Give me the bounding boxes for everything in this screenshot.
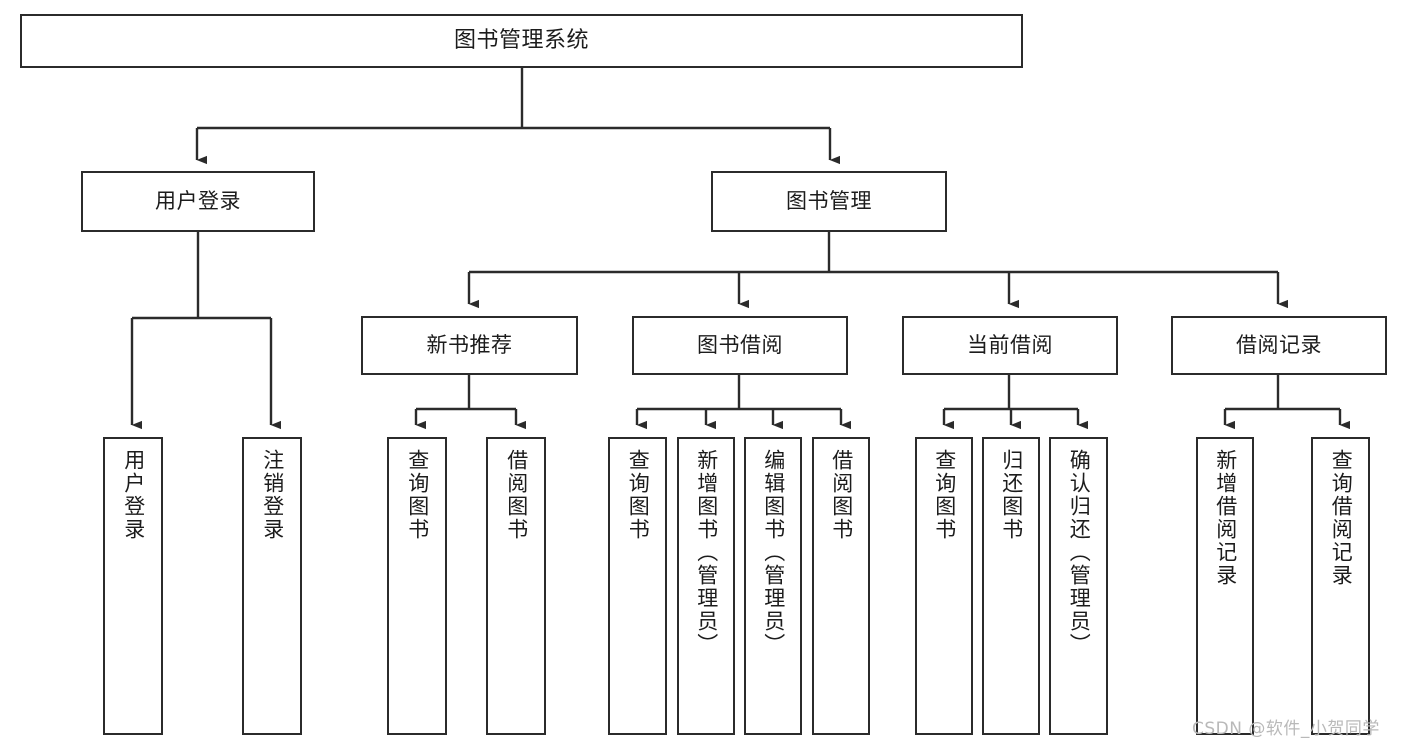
- node-leaf-user-login[interactable]: 用户登录: [103, 437, 163, 735]
- node-leaf-user-login-label: 用户登录: [121, 449, 146, 541]
- node-book-borrow[interactable]: 图书借阅: [632, 316, 848, 375]
- node-book-management-label: 图书管理: [786, 189, 872, 214]
- node-leaf-borrow-book-label: 借阅图书: [829, 449, 854, 541]
- node-leaf-edit-book-admin[interactable]: 编辑图书（管理员）: [744, 437, 802, 735]
- node-current-borrow-label: 当前借阅: [967, 333, 1053, 358]
- node-book-borrow-label: 图书借阅: [697, 333, 783, 358]
- node-leaf-query-book-recommend[interactable]: 查询图书: [387, 437, 447, 735]
- node-new-book-recommend[interactable]: 新书推荐: [361, 316, 578, 375]
- node-leaf-add-book-admin[interactable]: 新增图书（管理员）: [677, 437, 735, 735]
- node-leaf-query-book-borrow-label: 查询图书: [626, 449, 651, 541]
- csdn-watermark: CSDN @软件_小贺同学: [1192, 719, 1380, 739]
- node-leaf-confirm-return-admin-label: 确认归还（管理员）: [1067, 449, 1092, 656]
- node-leaf-add-borrow-record-label: 新增借阅记录: [1213, 449, 1238, 587]
- node-new-book-recommend-label: 新书推荐: [426, 333, 513, 358]
- node-leaf-return-book[interactable]: 归还图书: [982, 437, 1040, 735]
- node-leaf-confirm-return-admin[interactable]: 确认归还（管理员）: [1049, 437, 1108, 735]
- node-root-label: 图书管理系统: [453, 27, 589, 53]
- node-leaf-query-book-recommend-label: 查询图书: [405, 449, 430, 541]
- node-leaf-return-book-label: 归还图书: [999, 449, 1024, 541]
- node-leaf-add-book-admin-label: 新增图书（管理员）: [694, 449, 719, 656]
- node-leaf-borrow-book-recommend-label: 借阅图书: [504, 449, 529, 541]
- node-leaf-query-book-current-label: 查询图书: [932, 449, 957, 541]
- node-user-login-label: 用户登录: [155, 189, 241, 214]
- node-leaf-query-book-borrow[interactable]: 查询图书: [608, 437, 667, 735]
- node-leaf-query-book-current[interactable]: 查询图书: [915, 437, 973, 735]
- node-leaf-add-borrow-record[interactable]: 新增借阅记录: [1196, 437, 1254, 735]
- node-leaf-user-logout[interactable]: 注销登录: [242, 437, 302, 735]
- node-current-borrow[interactable]: 当前借阅: [902, 316, 1118, 375]
- node-borrow-record[interactable]: 借阅记录: [1171, 316, 1387, 375]
- node-borrow-record-label: 借阅记录: [1236, 333, 1322, 358]
- node-leaf-query-borrow-record[interactable]: 查询借阅记录: [1311, 437, 1370, 735]
- node-leaf-user-logout-label: 注销登录: [260, 449, 285, 541]
- node-leaf-query-borrow-record-label: 查询借阅记录: [1329, 449, 1354, 587]
- node-root[interactable]: 图书管理系统: [20, 14, 1023, 68]
- node-book-management[interactable]: 图书管理: [711, 171, 947, 232]
- node-user-login[interactable]: 用户登录: [81, 171, 315, 232]
- node-leaf-borrow-book-recommend[interactable]: 借阅图书: [486, 437, 546, 735]
- node-leaf-borrow-book[interactable]: 借阅图书: [812, 437, 870, 735]
- node-leaf-edit-book-admin-label: 编辑图书（管理员）: [761, 449, 786, 656]
